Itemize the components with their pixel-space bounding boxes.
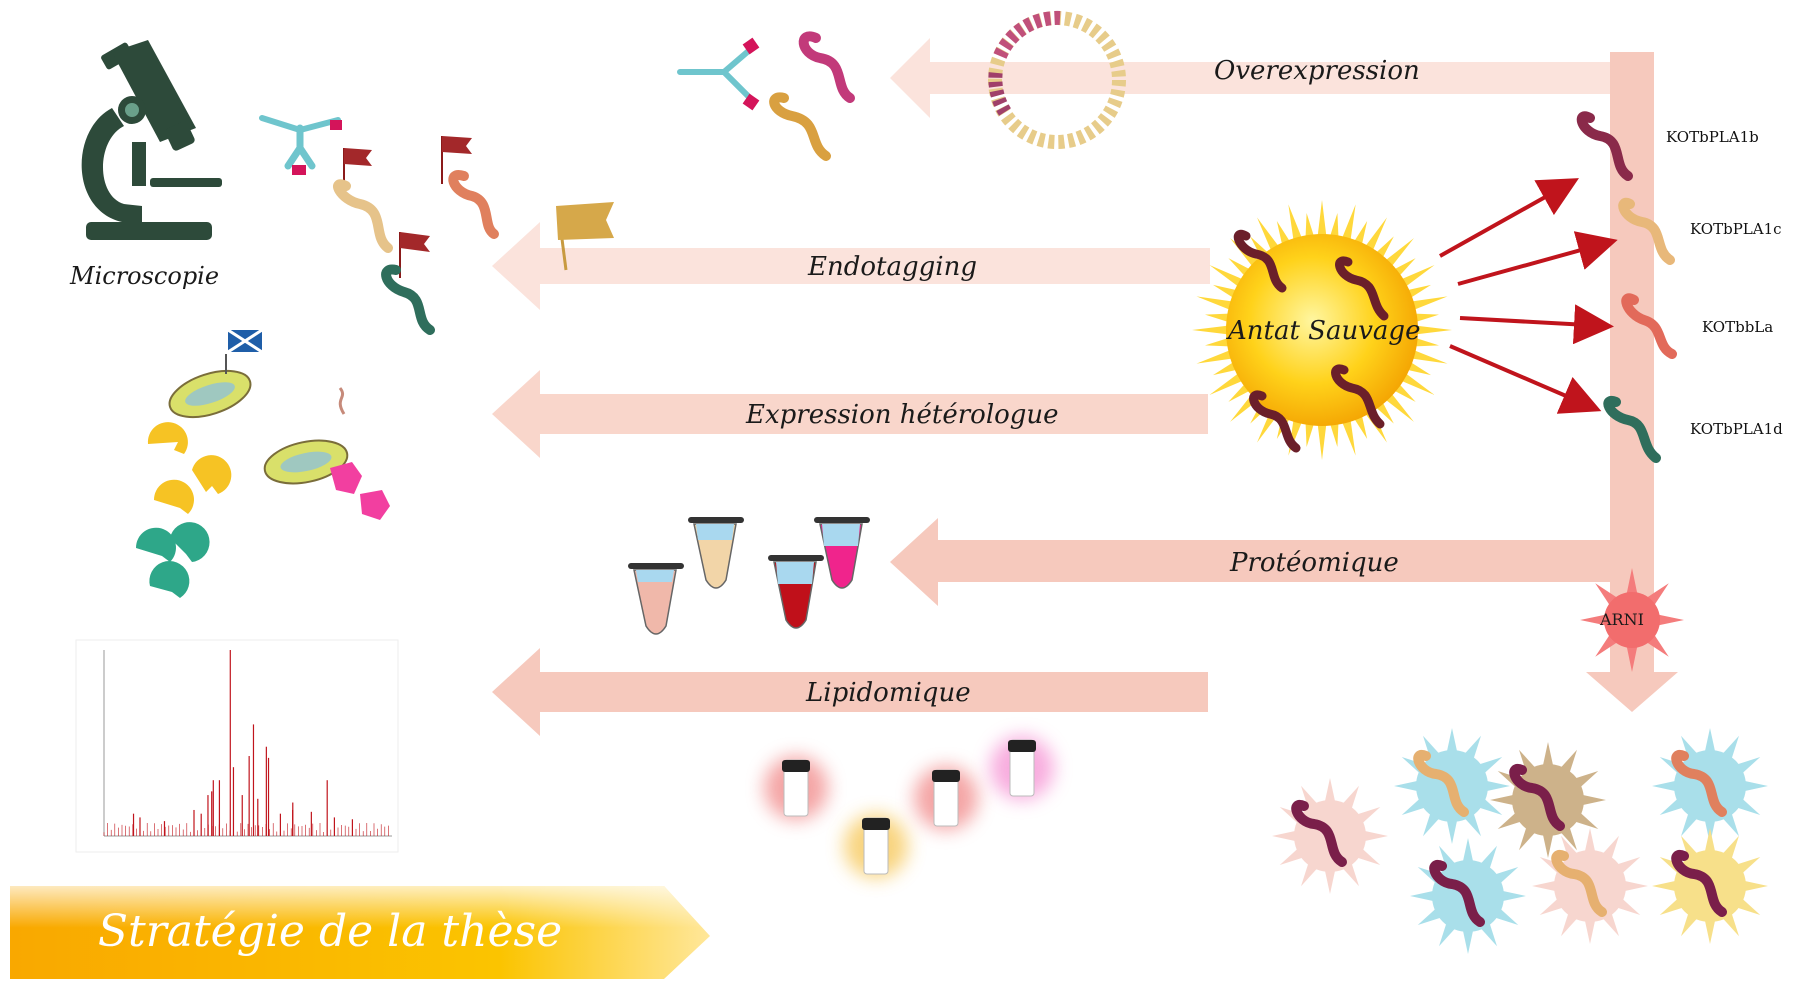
enzyme-icons (135, 387, 390, 598)
tube-icons (628, 517, 870, 635)
label-antat-sauvage: Antat Sauvage (1228, 316, 1421, 346)
knockout-arrows (1439, 178, 1618, 414)
vial-icons (764, 736, 1054, 878)
label-ko-3: KOTbbLa (1702, 318, 1774, 336)
label-expression-heterologue: Expression hétérologue (746, 400, 1059, 430)
label-proteomique: Protéomique (1230, 548, 1399, 578)
mass-spectrum (75, 639, 399, 853)
sun-icon (1192, 200, 1452, 460)
label-ko-1: KOTbPLA1b (1666, 128, 1759, 146)
label-ko-4: KOTbPLA1d (1690, 420, 1783, 438)
label-ko-2: KOTbPLA1c (1690, 220, 1782, 238)
trypanosome-icons-left (333, 31, 855, 335)
label-endotagging: Endotagging (808, 252, 977, 282)
label-arni: ARNI (1600, 610, 1644, 629)
knockout-trypanosomes (1576, 111, 1677, 463)
flag-icons (343, 136, 614, 278)
banner-shape (10, 886, 710, 979)
thesis-banner: Stratégie de la thèse (10, 886, 710, 978)
label-microscopie: Microscopie (70, 262, 220, 290)
mini-sun-icons (1272, 728, 1768, 954)
banner-title: Stratégie de la thèse (97, 906, 563, 957)
arrow-expression (492, 370, 1208, 458)
microscope-icon (81, 40, 222, 240)
arni-burst (1580, 568, 1684, 672)
arrow-lipidomique (492, 648, 1208, 736)
label-overexpression: Overexpression (1214, 56, 1420, 86)
arrow-overexpression (890, 38, 1610, 118)
arrow-endotagging (492, 222, 1210, 310)
bacteria-icons (168, 328, 349, 485)
antibody-icon-top (677, 37, 760, 111)
label-lipidomique: Lipidomique (806, 678, 971, 708)
plasmid-icon (988, 10, 1126, 149)
arrow-proteomique (890, 518, 1610, 606)
antibody-icon (259, 115, 342, 175)
